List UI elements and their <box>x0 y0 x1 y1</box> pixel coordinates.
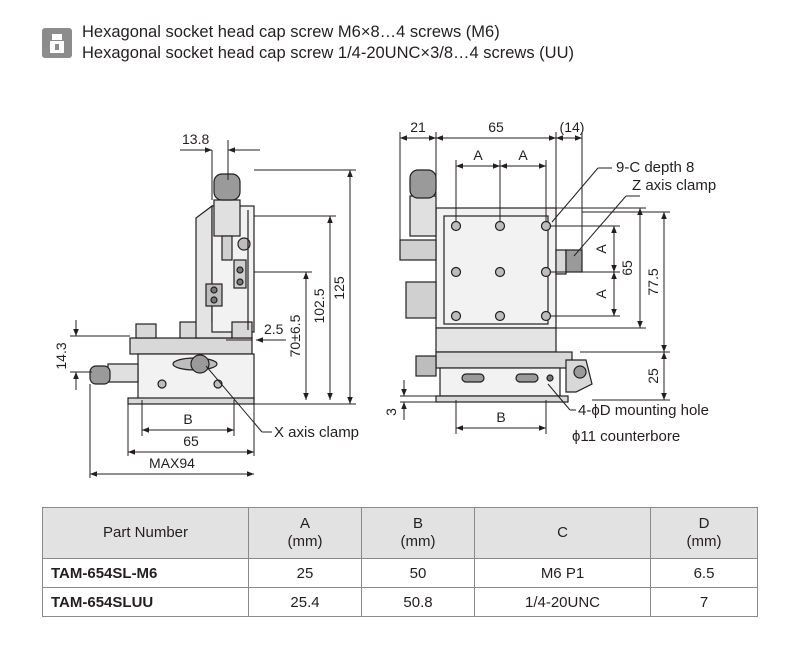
col-header-d: D (mm) <box>650 507 758 559</box>
right-dimension-lines <box>399 132 670 434</box>
header-line-1: Hexagonal socket head cap screw M6×8…4 s… <box>82 23 500 41</box>
mounting-hole-label: 4-ϕD mounting hole <box>578 402 709 419</box>
counterbore-label: ϕ11 counterbore <box>572 428 680 445</box>
cell-part-number: TAM-654SL-M6 <box>42 558 249 588</box>
dim-65-left: 65 <box>183 433 199 449</box>
dim-2-5: 2.5 <box>264 321 284 337</box>
dim-102-5: 102.5 <box>311 288 327 323</box>
left-stage-side-view <box>89 173 255 405</box>
dim-max94: MAX94 <box>149 455 195 471</box>
spec-table: Part Number A (mm) B (mm) C D (mm) TAM-6… <box>42 507 758 617</box>
cell-b: 50 <box>361 558 475 588</box>
col-header-b: B (mm) <box>361 507 475 559</box>
dim-a-top-1: A <box>473 147 483 163</box>
dim-65-vert: 65 <box>619 260 635 276</box>
dim-65-top: 65 <box>488 119 504 135</box>
dim-b-left: B <box>183 411 192 427</box>
col-header-part-number: Part Number <box>42 507 249 559</box>
col-header-a: A (mm) <box>248 507 362 559</box>
cell-c: 1/4-20UNC <box>474 587 651 617</box>
cell-part-number: TAM-654SLUU <box>42 587 249 617</box>
dim-14: (14) <box>560 119 585 135</box>
x-axis-clamp-label: X axis clamp <box>274 424 359 441</box>
col-header-c: C <box>474 507 651 559</box>
right-stage-front-view <box>399 169 593 403</box>
dim-25: 25 <box>645 368 661 384</box>
left-dimension-lines <box>70 140 356 478</box>
c-depth-label: 9-C depth 8 <box>616 159 694 176</box>
cell-d: 6.5 <box>650 558 758 588</box>
dim-3: 3 <box>383 408 399 416</box>
dim-a-top-2: A <box>518 147 528 163</box>
z-axis-clamp-label: Z axis clamp <box>632 177 716 194</box>
cell-c: M6 P1 <box>474 558 651 588</box>
header-line-2: Hexagonal socket head cap screw 1/4-20UN… <box>82 44 575 62</box>
dim-77-5: 77.5 <box>645 268 661 295</box>
dim-a-vert-1: A <box>593 244 609 254</box>
table-header-row: Part Number A (mm) B (mm) C D (mm) <box>42 507 758 559</box>
dim-13-8: 13.8 <box>182 131 209 147</box>
cell-a: 25 <box>248 558 362 588</box>
dim-70: 70±6.5 <box>287 314 303 357</box>
cell-b: 50.8 <box>361 587 475 617</box>
dim-a-vert-2: A <box>593 289 609 299</box>
dim-21: 21 <box>410 119 426 135</box>
table-row: TAM-654SLUU 25.4 50.8 1/4-20UNC 7 <box>42 587 758 617</box>
table-row: TAM-654SL-M6 25 50 M6 P1 6.5 <box>42 558 758 588</box>
dim-14-3: 14.3 <box>53 342 69 369</box>
hex-screw-icon <box>42 28 72 58</box>
technical-drawing: 13.8 14.3 2.5 70±6.5 102.5 125 B 65 MAX9… <box>53 119 716 478</box>
cell-d: 7 <box>650 587 758 617</box>
dim-b-right: B <box>496 409 505 425</box>
cell-a: 25.4 <box>248 587 362 617</box>
dim-125: 125 <box>331 276 347 300</box>
